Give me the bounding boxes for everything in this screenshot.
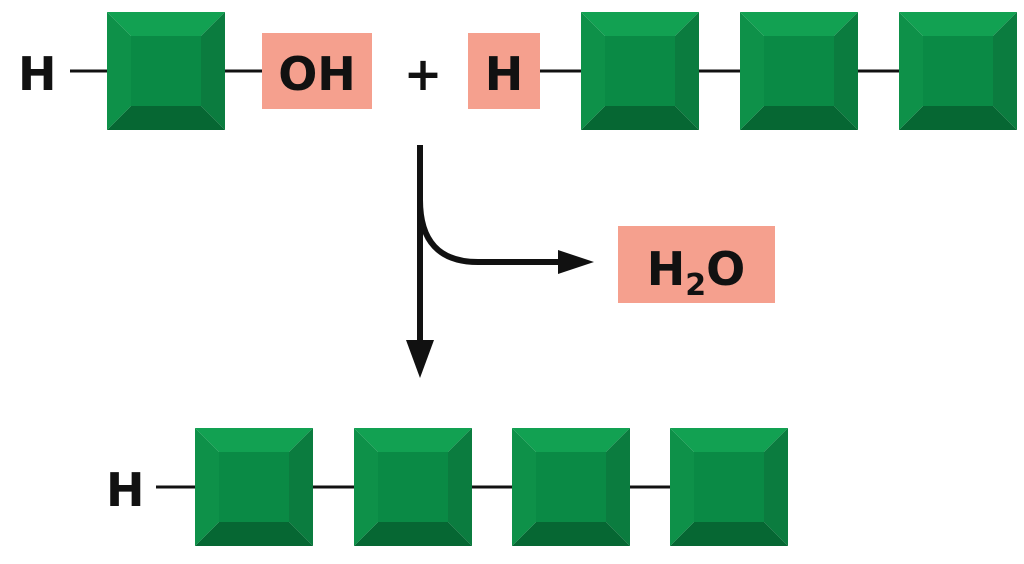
- side-arrow-curve: [417, 199, 560, 265]
- bottom-h-label: H: [106, 463, 145, 517]
- down-arrow-head: [406, 340, 434, 378]
- right-chain-group: H: [468, 12, 1017, 130]
- left-h-label: H: [18, 47, 57, 101]
- monomer-block: [581, 12, 699, 130]
- water-product: H2O: [618, 226, 775, 303]
- plus-sign: +: [404, 47, 443, 101]
- hydroxyl-tag: [262, 33, 372, 109]
- monomer-block: [670, 428, 788, 546]
- monomer-block: [740, 12, 858, 130]
- left-monomer-group: H OH: [18, 12, 372, 130]
- product-chain-group: H: [106, 428, 788, 546]
- water-formula: H2O: [647, 242, 745, 303]
- side-arrow-head: [558, 250, 594, 274]
- reaction-arrow: [406, 145, 594, 378]
- monomer-block: [899, 12, 1017, 130]
- right-h-label: H: [485, 47, 524, 101]
- hydroxyl-label: OH: [278, 47, 356, 101]
- water-tag: [618, 226, 775, 303]
- hydrogen-tag: [468, 33, 540, 109]
- monomer-block: [107, 12, 225, 130]
- monomer-block: [512, 428, 630, 546]
- monomer-block: [354, 428, 472, 546]
- monomer-block: [195, 428, 313, 546]
